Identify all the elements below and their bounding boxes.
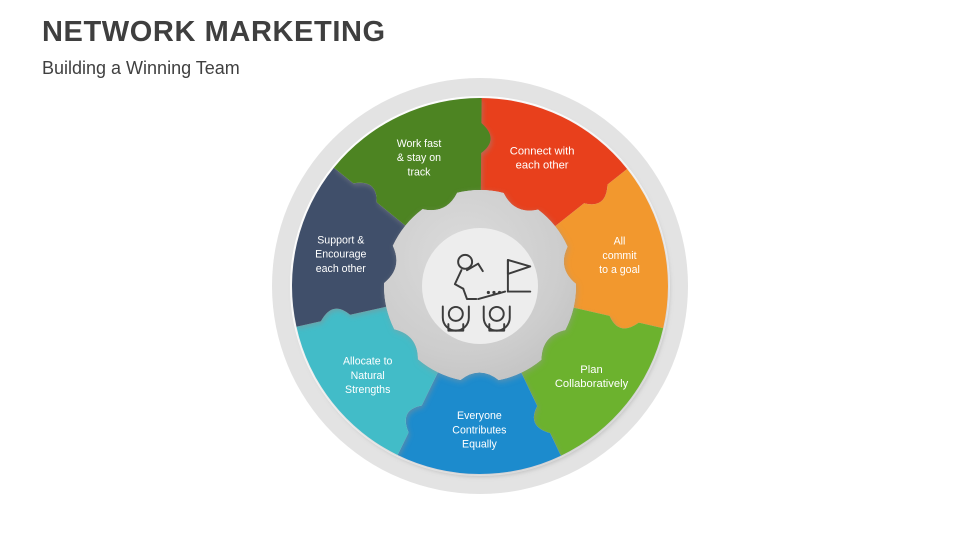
- segment-workfast[interactable]: [333, 98, 491, 226]
- segment-shape-support[interactable]: [292, 167, 406, 327]
- segment-shape-workfast[interactable]: [333, 98, 491, 226]
- segment-support[interactable]: [292, 167, 406, 327]
- segment-plan[interactable]: [521, 307, 664, 456]
- segment-group: [292, 98, 668, 475]
- page-title: NETWORK MARKETING: [42, 16, 386, 48]
- title-block: NETWORK MARKETING Building a Winning Tea…: [42, 16, 386, 80]
- segment-commit[interactable]: [555, 168, 668, 329]
- hub-inner-disc: [422, 228, 538, 344]
- segment-everyone[interactable]: [397, 372, 561, 475]
- segment-shape-connect[interactable]: [480, 98, 628, 227]
- segment-allocate[interactable]: [296, 306, 438, 455]
- segment-shape-commit[interactable]: [555, 168, 668, 329]
- segment-shape-everyone[interactable]: [397, 372, 561, 475]
- team-goal-flag-icon: [441, 253, 532, 332]
- segment-connect[interactable]: [480, 98, 628, 227]
- segment-shape-allocate[interactable]: [296, 306, 438, 455]
- page-subtitle: Building a Winning Team: [42, 58, 240, 79]
- segment-shape-plan[interactable]: [521, 307, 664, 456]
